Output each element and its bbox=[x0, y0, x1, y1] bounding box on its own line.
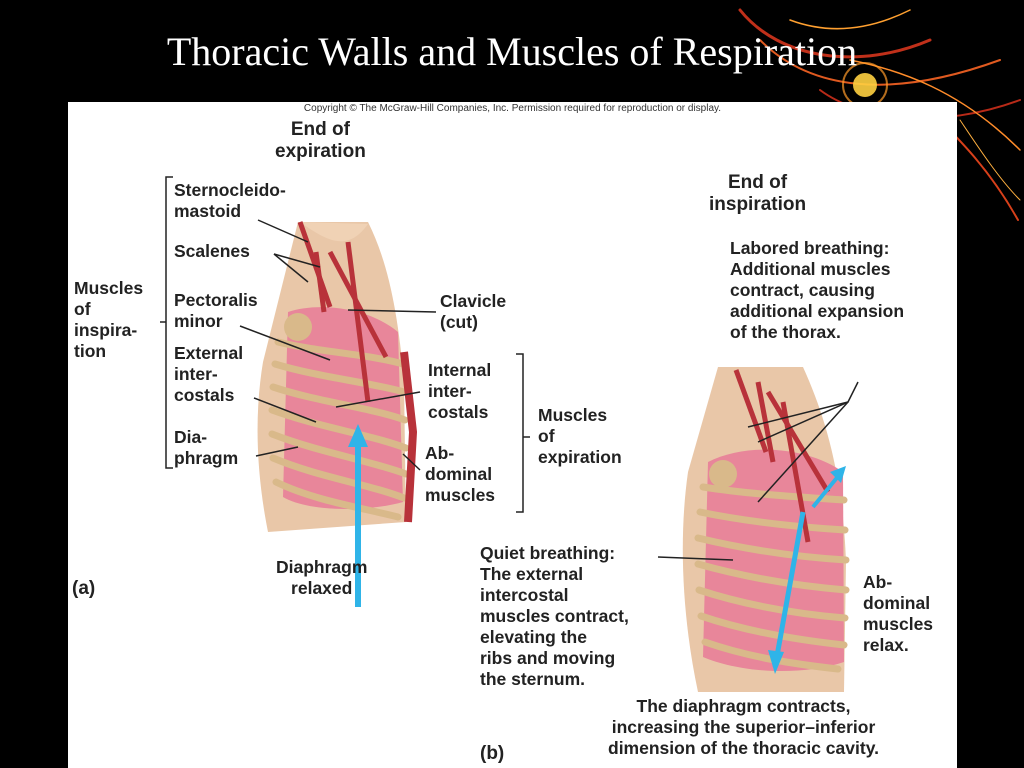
leader-lines bbox=[160, 176, 859, 561]
heading-end-of-inspiration: End of inspiration bbox=[709, 172, 807, 215]
heading-end-of-expiration: End of expiration bbox=[275, 119, 366, 162]
label-pectoralis-minor: Pectoralis minor bbox=[174, 290, 258, 331]
figure-panel: Copyright © The McGraw-Hill Companies, I… bbox=[68, 102, 957, 768]
label-diaphragm: Dia- phragm bbox=[174, 427, 239, 468]
panel-letter-a: (a) bbox=[72, 578, 96, 599]
thorax-figure-a bbox=[257, 221, 418, 607]
label-clavicle: Clavicle (cut) bbox=[440, 291, 507, 332]
slide-title: Thoracic Walls and Muscles of Respiratio… bbox=[166, 29, 858, 74]
thorax-figure-b bbox=[682, 367, 850, 692]
copyright-notice: Copyright © The McGraw-Hill Companies, I… bbox=[303, 103, 722, 114]
label-external-intercostals: External inter- costals bbox=[174, 343, 244, 405]
label-labored-breathing: Labored breathing: Additional muscles co… bbox=[730, 238, 905, 342]
label-quiet-breathing: Quiet breathing: The external intercosta… bbox=[480, 543, 629, 689]
label-sternocleidomastoid: Sternocleido- mastoid bbox=[174, 180, 286, 221]
panel-letter-b: (b) bbox=[480, 743, 505, 764]
label-scalenes: Scalenes bbox=[174, 241, 250, 261]
caption-diaphragm-relaxed: Diaphragm relaxed bbox=[276, 557, 368, 598]
label-muscles-of-expiration: Muscles of expiration bbox=[538, 405, 622, 467]
label-internal-intercostals: Internal inter- costals bbox=[428, 360, 492, 422]
label-muscles-of-inspiration: Muscles of inspira- tion bbox=[74, 278, 144, 361]
caption-diaphragm-contracts: The diaphragm contracts, increasing the … bbox=[608, 696, 879, 758]
label-abdominal-muscles: Ab- dominal muscles bbox=[425, 443, 496, 505]
respiration-illustration bbox=[160, 176, 859, 692]
label-abdominal-muscles-relax: Ab- dominal muscles relax. bbox=[863, 572, 934, 655]
